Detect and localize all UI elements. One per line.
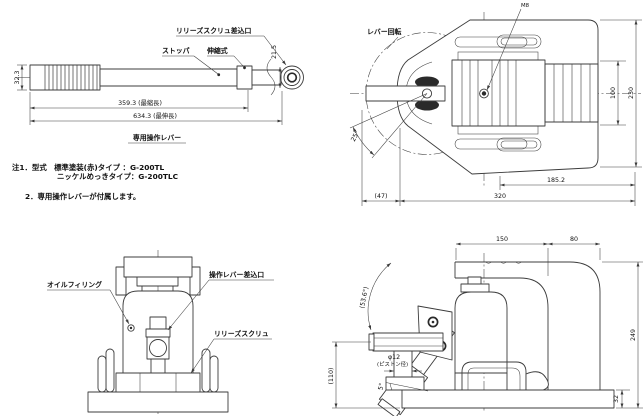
oil-filling-label: オイルフィリング bbox=[47, 280, 102, 289]
c-frame-inner bbox=[455, 277, 549, 390]
saddle bbox=[136, 276, 179, 287]
dim-base-angle-text: 5° bbox=[376, 382, 385, 391]
top-view: M8 レバー回転 25° 100 230 185.2 (47) 320 bbox=[349, 3, 642, 206]
knuckle-lower bbox=[415, 99, 439, 111]
telescopic-label: 伸縮式 bbox=[206, 46, 228, 55]
release-port-label: リリーズスクリュ差込口 bbox=[176, 26, 252, 35]
socket-bore bbox=[149, 339, 167, 357]
dim-retracted-text: 359.3 (最縮長) bbox=[118, 98, 162, 107]
dim-top-length-text: 150 bbox=[496, 236, 508, 243]
dim-piston-dia-text: φ12 bbox=[388, 354, 400, 361]
socket-housing bbox=[146, 336, 170, 360]
dim-overall-width-text: 230 bbox=[628, 87, 635, 99]
carry-handle bbox=[461, 361, 527, 390]
lower-block bbox=[115, 372, 201, 393]
saddle-ribs bbox=[553, 64, 591, 122]
dim-tip-od-text: 21.5 bbox=[271, 45, 278, 59]
guide-pin bbox=[105, 348, 115, 393]
pivot-bearing bbox=[427, 316, 439, 328]
note-1b: ニッケルめっきタイプ：G-200TLC bbox=[57, 172, 178, 181]
break-line bbox=[266, 58, 276, 96]
ram-ribs bbox=[461, 60, 517, 126]
release-screw-label: リリーズスクリュ bbox=[214, 329, 269, 338]
guide-pin bbox=[97, 355, 107, 393]
dim-saddle-width-text: 100 bbox=[610, 87, 617, 99]
m8-bolt bbox=[479, 88, 489, 99]
cylinder-body bbox=[454, 291, 508, 374]
dim-extended-text: 634.3 (最伸長) bbox=[133, 111, 177, 120]
lever-rod bbox=[99, 68, 238, 87]
dim-overall-length-text: 320 bbox=[494, 193, 506, 200]
note-2: 2．専用操作レバーが付属します。 bbox=[25, 192, 140, 201]
dim-piston-dia-note-text: (ピストン径) bbox=[377, 360, 408, 368]
m8-label: M8 bbox=[521, 3, 530, 9]
c-frame-outer bbox=[455, 261, 601, 390]
lever-rotation-label: レバー回転 bbox=[367, 27, 402, 36]
lever-stub bbox=[365, 85, 446, 102]
socket-top bbox=[149, 316, 167, 330]
side-view: (53.6°) φ12 (ピストン径) (110) 5° 150 80 249 … bbox=[328, 236, 643, 416]
dim-lever-offset-text: (47) bbox=[375, 193, 388, 200]
dim-saddle-length-text: 185.2 bbox=[547, 177, 565, 184]
lever-port-label: 操作レバー差込口 bbox=[209, 270, 264, 279]
dim-angle-text: 25° bbox=[349, 129, 361, 143]
saddle-pad bbox=[544, 63, 599, 123]
drawing-notes: 注1．型式 標準塗装(赤)タイプ ：G-200TL ニッケルめっきタイプ：G-2… bbox=[12, 163, 178, 201]
lever-tip-rod bbox=[251, 69, 282, 86]
guide-pin bbox=[209, 355, 219, 393]
note-1: 注1．型式 標準塗装(赤)タイプ ：G-200TL bbox=[12, 163, 165, 172]
grip-knurling bbox=[44, 65, 98, 90]
dim-overhang-text: 80 bbox=[570, 236, 578, 243]
front-view: オイルフィリング 操作レバー差込口 リリーズスクリュ bbox=[47, 250, 274, 414]
lever-view: 32.3 リリーズスクリュ差込口 ストッパ 伸縮式 21. bbox=[14, 26, 304, 144]
lever-view-title: 専用操作レバー bbox=[133, 133, 181, 142]
dim-overall-height-text: 249 bbox=[630, 329, 637, 341]
side-column-left bbox=[115, 266, 127, 296]
socket-hex-hole bbox=[286, 72, 298, 83]
knuckle-upper bbox=[415, 76, 439, 88]
top-view-body bbox=[396, 19, 599, 175]
dim-lever-height-text: (110) bbox=[328, 368, 335, 385]
lever-coupler bbox=[236, 65, 253, 90]
base-plate-side bbox=[401, 389, 615, 409]
oil-port bbox=[127, 324, 135, 332]
side-column-right bbox=[189, 266, 201, 296]
dim-base-thickness-text: 32 bbox=[613, 395, 620, 403]
stopper-label: ストッパ bbox=[162, 46, 190, 55]
top-cap bbox=[123, 256, 193, 278]
base-plate-front bbox=[87, 391, 229, 413]
socket-tube bbox=[372, 332, 444, 352]
